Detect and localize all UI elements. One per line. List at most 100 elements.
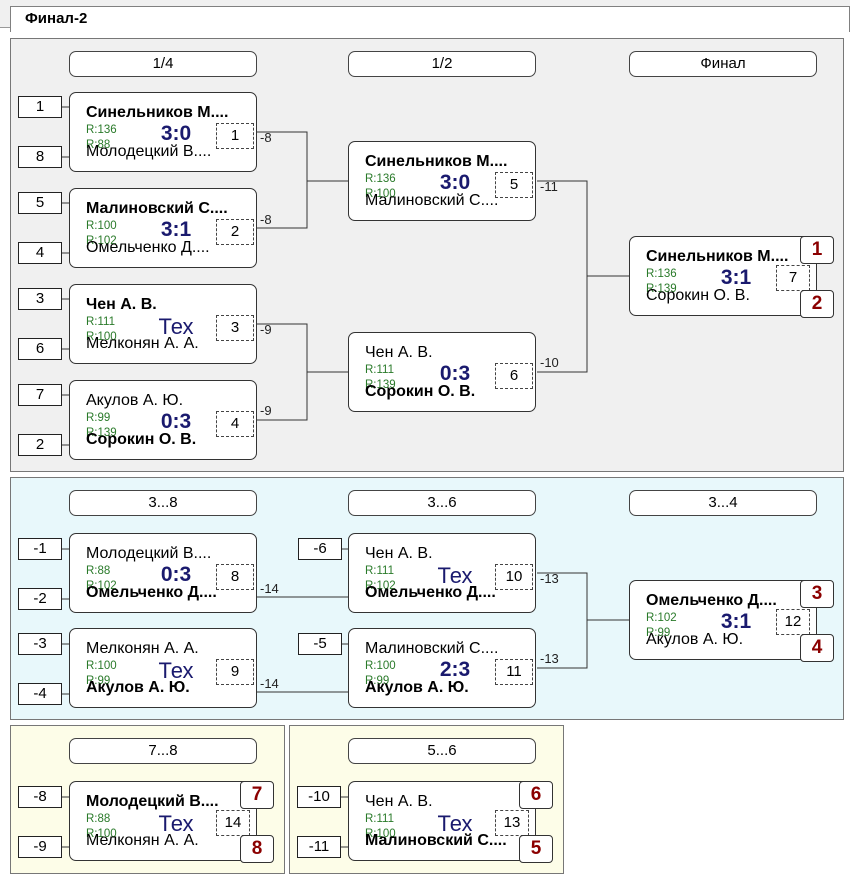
loser-destination-label: -8: [260, 212, 272, 227]
player-2-name: Омельченко Д....: [365, 584, 496, 601]
place-badge: 5: [519, 835, 553, 863]
player-2-rating: R:100: [365, 188, 396, 200]
player-1-rating: R:88: [86, 813, 111, 825]
player-2-rating: R:99: [365, 675, 390, 687]
player-1-name: Малиновский С....: [86, 200, 228, 217]
match-score: 0:3: [160, 563, 192, 586]
seed-box: 2: [18, 434, 62, 456]
match-number: 2: [216, 219, 254, 245]
player-1-name: Омельченко Д....: [646, 592, 777, 609]
round-header-final: Финал: [629, 51, 817, 77]
player-2-name: Сорокин О. В.: [646, 287, 750, 304]
match-number: 8: [216, 564, 254, 590]
player-2-rating: R:100: [86, 828, 117, 840]
place-7-8-lines: [61, 796, 69, 848]
match-score: 0:3: [439, 362, 471, 385]
match-number: 12: [776, 609, 810, 635]
player-2-name: Акулов А. Ю.: [646, 631, 744, 648]
seed-box: -8: [18, 786, 62, 808]
match-score: Тех: [158, 658, 194, 683]
player-1-name: Чен А. В.: [365, 344, 433, 361]
round-header-quarterfinal: 1/4: [69, 51, 257, 77]
seed-box: 1: [18, 96, 62, 118]
bracket-lines: [61, 106, 629, 446]
player-2-name: Молодецкий В....: [86, 143, 212, 160]
consolation-bracket-panel: 3...8 3...6 3...4 -1 -2 -3 -4 -6 -5 Моло…: [10, 477, 844, 720]
match-number: 3: [216, 315, 254, 341]
player-2-rating: R:88: [86, 139, 111, 151]
player-2-name: Мелконян А. А.: [86, 335, 199, 352]
player-2-name: Омельченко Д....: [86, 239, 210, 256]
seed-box: 4: [18, 242, 62, 264]
match-score: 0:3: [160, 410, 192, 433]
loser-destination-label: -14: [260, 581, 279, 596]
seed-box: -2: [18, 588, 62, 610]
player-1-name: Синельников М....: [86, 104, 229, 121]
player-2-rating: R:99: [646, 627, 671, 639]
round-header-semifinal: 1/2: [348, 51, 536, 77]
match-number: 5: [495, 172, 533, 198]
match-number: 11: [495, 659, 533, 685]
player-2-rating: R:102: [86, 235, 117, 247]
place-badge: 4: [800, 634, 834, 662]
player-2-name: Сорокин О. В.: [365, 383, 476, 400]
match-score: Тех: [437, 563, 473, 588]
player-2-name: Акулов А. Ю.: [86, 679, 190, 696]
player-2-rating: R:139: [646, 283, 677, 295]
player-1-name: Чен А. В.: [365, 545, 433, 562]
match-number: 10: [495, 564, 533, 590]
seed-box: 6: [18, 338, 62, 360]
place-5-6-lines: [340, 796, 348, 848]
match-number: 7: [776, 265, 810, 291]
player-1-rating: R:99: [86, 412, 111, 424]
seed-box: -10: [297, 786, 341, 808]
player-1-rating: R:111: [365, 813, 394, 825]
seed-box: 5: [18, 192, 62, 214]
player-1-rating: R:88: [86, 565, 111, 577]
player-2-rating: R:99: [86, 675, 111, 687]
player-2-name: Мелконян А. А.: [86, 832, 199, 849]
match-score: 2:3: [439, 658, 471, 681]
match-number: 1: [216, 123, 254, 149]
player-2-rating: R:100: [86, 331, 117, 343]
player-2-name: Малиновский С....: [365, 832, 507, 849]
seed-box: -4: [18, 683, 62, 705]
player-1-rating: R:100: [86, 660, 117, 672]
player-1-rating: R:111: [86, 316, 115, 328]
seed-box: -1: [18, 538, 62, 560]
seed-box: 3: [18, 288, 62, 310]
round-header-3-8: 3...8: [69, 490, 257, 516]
seed-box: -9: [18, 836, 62, 858]
round-header-7-8: 7...8: [69, 738, 257, 764]
player-2-rating: R:139: [86, 427, 117, 439]
place-badge: 1: [800, 236, 834, 264]
seed-box: -3: [18, 633, 62, 655]
loser-destination-label: -14: [260, 676, 279, 691]
match-score: 3:1: [720, 266, 752, 289]
seed-box: -5: [298, 633, 342, 655]
seed-box: 8: [18, 146, 62, 168]
player-1-name: Акулов А. Ю.: [86, 392, 184, 409]
player-1-rating: R:111: [365, 565, 394, 577]
player-1-name: Молодецкий В....: [86, 793, 219, 810]
tab-final-2[interactable]: Финал-2: [10, 6, 850, 32]
seed-box: -11: [297, 836, 341, 858]
match-number: 9: [216, 659, 254, 685]
seed-box: 7: [18, 384, 62, 406]
main-bracket-panel: 1/4 1/2 Финал 1 8 5 4 3 6 7 2 Синельнико…: [10, 38, 844, 472]
match-number: 13: [495, 810, 529, 836]
